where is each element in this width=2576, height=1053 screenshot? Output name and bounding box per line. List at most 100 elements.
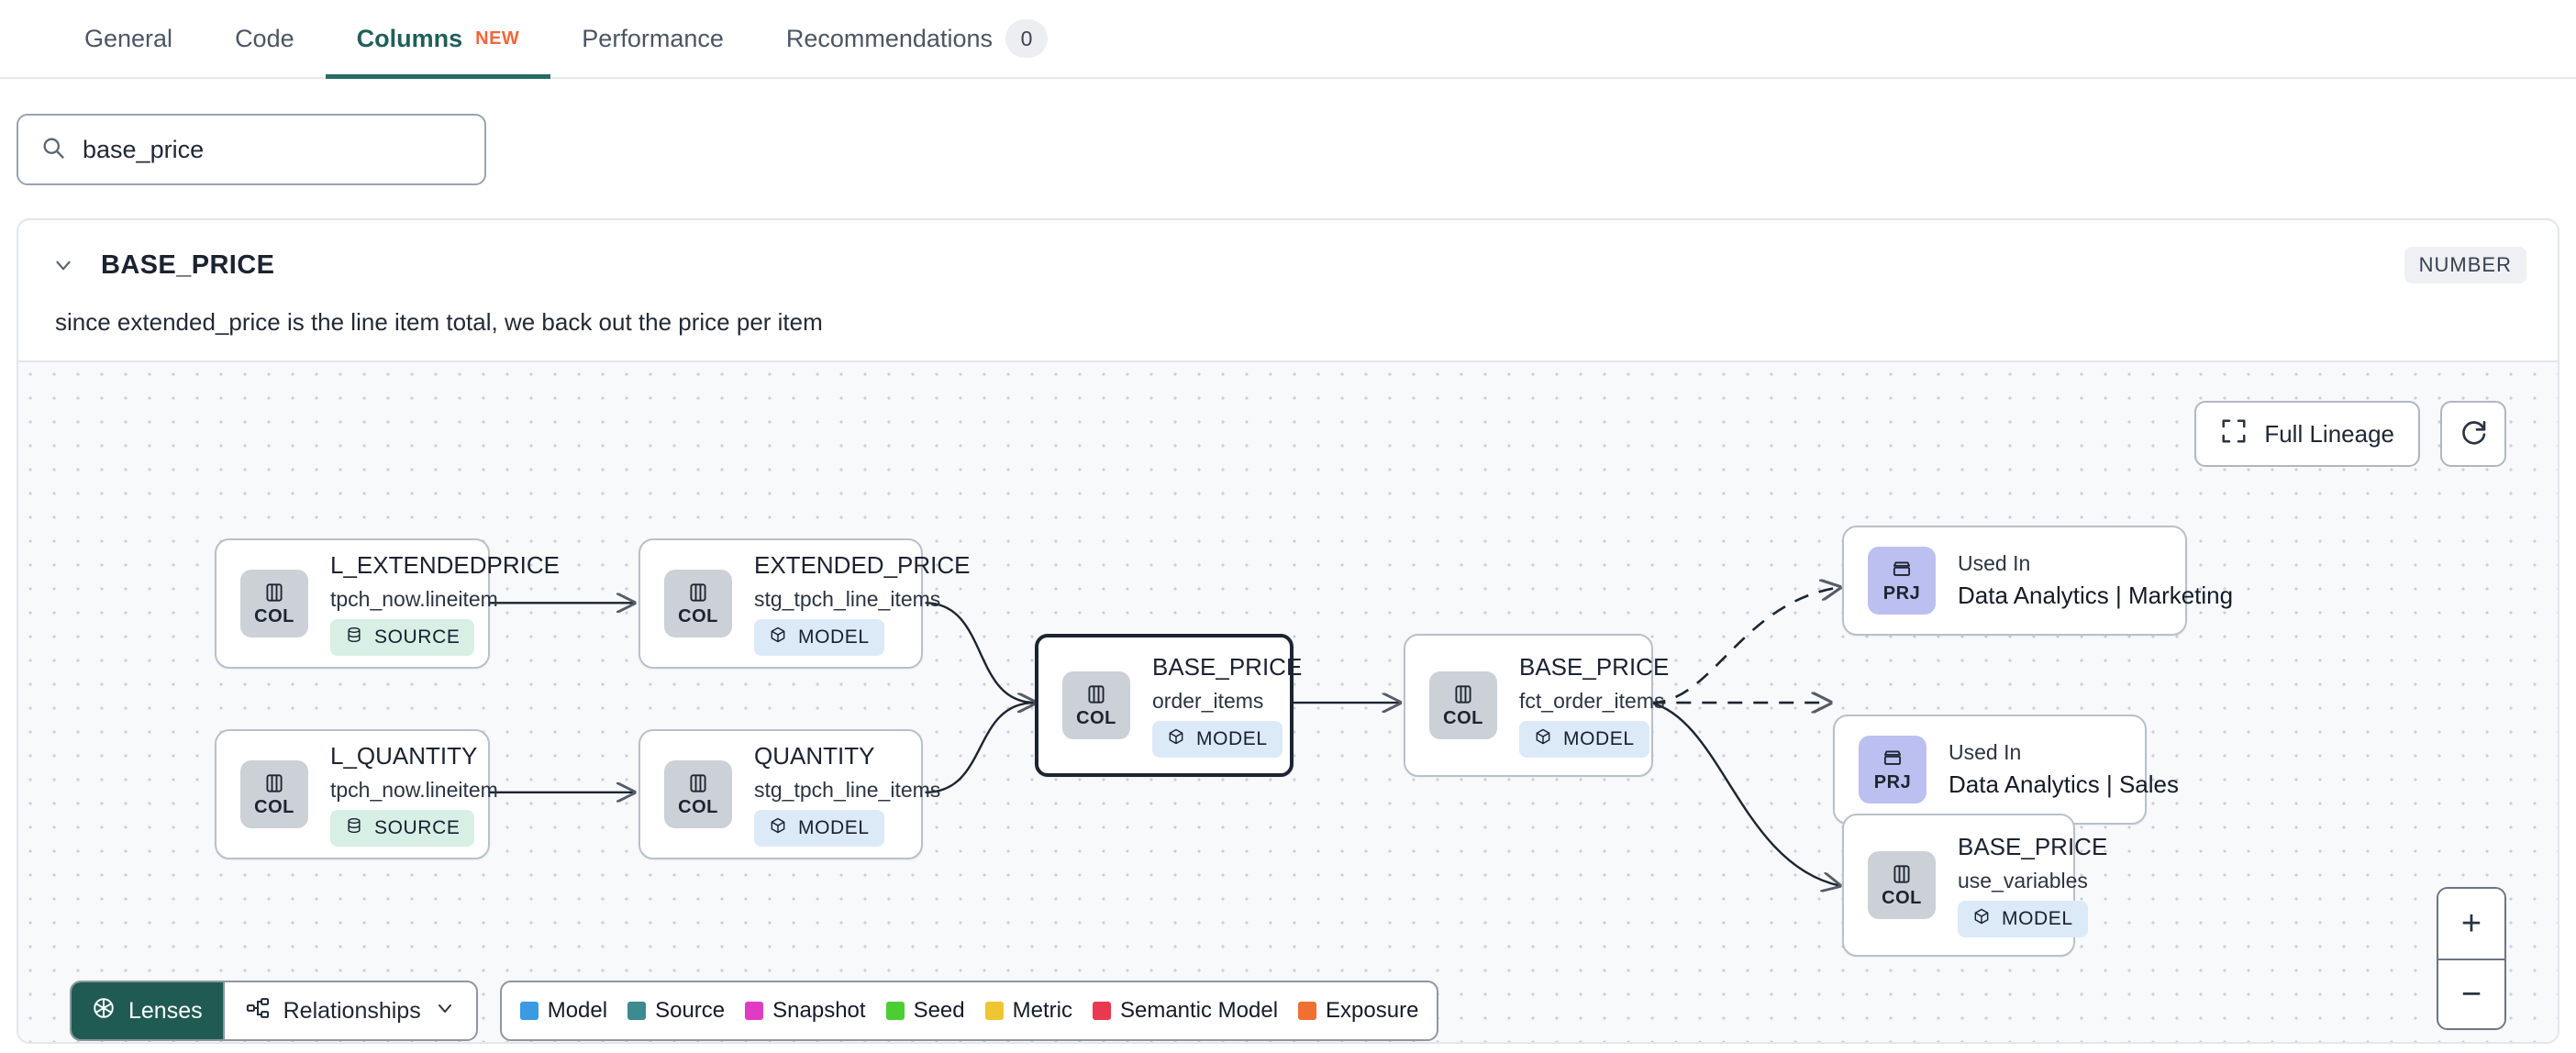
- tab-columns[interactable]: Columns NEW: [325, 0, 551, 79]
- node-kind-pill: MODEL: [754, 810, 884, 847]
- col-type-chip: COL: [664, 760, 732, 828]
- lineage-canvas[interactable]: Full Lineage COL: [18, 360, 2558, 1042]
- lineage-node-l-quantity[interactable]: COL L_QUANTITY tpch_now.lineitem SOURCE: [215, 729, 498, 859]
- node-kind-label: MODEL: [2002, 908, 2073, 929]
- lineage-bottom-toolbar: Lenses Relationships: [70, 981, 1439, 1041]
- lineage-node-quantity[interactable]: COL QUANTITY stg_tpch_line_items MODEL: [638, 729, 941, 859]
- relationships-button[interactable]: Relationships: [222, 982, 476, 1039]
- node-kind-label: MODEL: [798, 817, 870, 838]
- column-icon: [686, 581, 710, 604]
- tab-label: Code: [235, 24, 294, 52]
- chevron-down-icon: [434, 997, 456, 1025]
- lineage-node-extended-price[interactable]: COL EXTENDED_PRICE stg_tpch_line_items M…: [638, 538, 971, 669]
- lineage-legend: Model Source Snapshot Seed Metric: [499, 981, 1439, 1041]
- lineage-node-l-extendedprice[interactable]: COL L_EXTENDEDPRICE tpch_now.lineitem SO…: [215, 538, 560, 669]
- node-title: L_EXTENDEDPRICE: [330, 551, 560, 579]
- legend-label: Semantic Model: [1119, 998, 1279, 1023]
- cube-icon: [769, 626, 787, 649]
- column-icon: [262, 771, 286, 795]
- tab-performance[interactable]: Performance: [550, 0, 755, 77]
- hierarchy-icon: [245, 995, 271, 1027]
- legend-label: Exposure: [1326, 998, 1419, 1023]
- tab-label: General: [84, 24, 173, 52]
- node-kind-label: SOURCE: [374, 626, 461, 648]
- zoom-out-button[interactable]: −: [2438, 959, 2504, 1028]
- legend-item-exposure: Exposure: [1298, 998, 1418, 1024]
- lineage-node-project-marketing[interactable]: PRJ Used In Data Analytics | Marketing: [1842, 526, 2233, 636]
- legend-label: Metric: [1012, 998, 1072, 1023]
- node-title: Used In: [1958, 551, 2031, 575]
- chip-abbr: COL: [1443, 707, 1483, 728]
- legend-label: Seed: [913, 998, 965, 1023]
- expand-icon: [2220, 417, 2248, 451]
- tab-label: Recommendations: [785, 24, 993, 52]
- search-input[interactable]: [83, 135, 462, 164]
- tab-bar: General Code Columns NEW Performance Rec…: [0, 0, 2576, 79]
- prj-type-chip: PRJ: [1859, 736, 1926, 804]
- node-subtitle: stg_tpch_line_items: [754, 778, 941, 802]
- database-icon: [345, 816, 363, 840]
- aperture-icon: [92, 996, 116, 1026]
- chip-abbr: COL: [254, 796, 294, 817]
- lenses-button[interactable]: Lenses: [72, 982, 223, 1039]
- relationships-label: Relationships: [283, 997, 421, 1024]
- search-box[interactable]: [17, 114, 486, 185]
- chip-abbr: PRJ: [1873, 771, 1912, 793]
- legend-item-metric: Metric: [984, 998, 1072, 1024]
- refresh-button[interactable]: [2440, 401, 2506, 467]
- column-header: BASE_PRICE NUMBER: [18, 220, 2558, 288]
- chip-abbr: COL: [1882, 887, 1922, 908]
- tab-new-badge: NEW: [475, 28, 520, 49]
- cube-icon: [1534, 727, 1552, 751]
- tab-recommendations[interactable]: Recommendations 0: [755, 0, 1079, 77]
- refresh-icon: [2459, 417, 2488, 451]
- node-kind-label: MODEL: [1563, 728, 1635, 749]
- column-icon: [262, 581, 286, 604]
- project-icon: [1890, 558, 1914, 582]
- legend-label: Model: [547, 998, 608, 1023]
- chevron-down-icon[interactable]: [50, 251, 77, 279]
- col-type-chip: COL: [1062, 671, 1130, 739]
- cube-icon: [1972, 907, 1991, 931]
- column-name: BASE_PRICE: [101, 249, 275, 280]
- database-icon: [345, 626, 363, 649]
- tab-code[interactable]: Code: [204, 0, 326, 77]
- full-lineage-button[interactable]: Full Lineage: [2194, 401, 2420, 467]
- column-icon: [1084, 682, 1108, 706]
- lineage-node-base-price-fct-order-items[interactable]: COL BASE_PRICE fct_order_items MODEL: [1404, 634, 1669, 777]
- node-kind-pill: SOURCE: [330, 619, 475, 656]
- legend-swatch: [745, 1002, 764, 1020]
- col-type-chip: COL: [240, 570, 308, 637]
- node-kind-pill: MODEL: [754, 619, 884, 656]
- legend-swatch: [1298, 1002, 1317, 1020]
- legend-item-seed: Seed: [885, 998, 965, 1024]
- tab-label: Columns: [356, 24, 463, 52]
- zoom-in-button[interactable]: +: [2438, 889, 2504, 959]
- node-kind-pill: MODEL: [1152, 721, 1282, 758]
- legend-item-snapshot: Snapshot: [745, 998, 866, 1024]
- search-icon: [40, 135, 66, 165]
- lineage-node-project-sales[interactable]: PRJ Used In Data Analytics | Sales: [1833, 715, 2179, 825]
- column-icon: [1890, 862, 1914, 886]
- col-type-chip: COL: [664, 570, 732, 637]
- node-kind-label: MODEL: [1196, 728, 1268, 749]
- cube-icon: [769, 816, 787, 840]
- tab-general[interactable]: General: [53, 0, 204, 77]
- chip-abbr: COL: [678, 605, 718, 626]
- chip-abbr: COL: [254, 605, 294, 626]
- lenses-label: Lenses: [128, 997, 203, 1024]
- node-kind-pill: MODEL: [1958, 901, 2088, 937]
- search-section: [0, 79, 2576, 185]
- legend-swatch: [984, 1002, 1004, 1020]
- node-subtitle: fct_order_items: [1519, 689, 1665, 713]
- legend-item-model: Model: [519, 998, 608, 1024]
- col-type-chip: COL: [1868, 851, 1936, 919]
- lineage-node-base-price-order-items[interactable]: COL BASE_PRICE order_items MODEL: [1035, 634, 1302, 777]
- col-type-chip: COL: [240, 760, 308, 828]
- legend-label: Source: [655, 998, 726, 1023]
- node-title: QUANTITY: [754, 742, 875, 770]
- legend-swatch: [1092, 1002, 1111, 1020]
- column-description: since extended_price is the line item to…: [55, 308, 823, 336]
- project-icon: [1881, 747, 1904, 770]
- lineage-node-base-price-use-variables[interactable]: COL BASE_PRICE use_variables MODEL: [1842, 814, 2107, 957]
